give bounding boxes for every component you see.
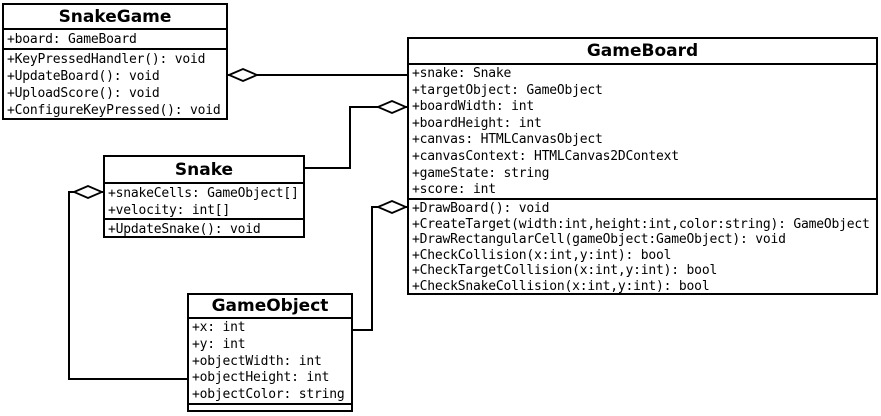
methods-section: +UpdateSnake(): void bbox=[105, 218, 303, 236]
attribute: +boardWidth: int bbox=[412, 99, 535, 115]
edge-gameboard-gameobject-vertical bbox=[371, 206, 373, 331]
method: +DrawBoard(): void bbox=[412, 201, 550, 216]
attribute: +canvas: HTMLCanvasObject bbox=[412, 132, 603, 148]
attribute: +canvasContext: HTMLCanvas2DContext bbox=[412, 148, 679, 164]
aggregation-diamond-gameboard-gameobject bbox=[377, 200, 407, 214]
method: +CheckCollision(x:int,y:int): bool bbox=[412, 247, 672, 263]
methods-section-empty bbox=[189, 403, 351, 410]
attribute: +snakeCells: GameObject[] bbox=[108, 186, 299, 201]
class-title: GameBoard bbox=[586, 41, 699, 61]
edge-snake-gameobject-bottom bbox=[68, 378, 187, 380]
method: +UpdateSnake(): void bbox=[108, 222, 261, 236]
attributes-section: +board: GameBoard bbox=[4, 28, 226, 48]
method: +UploadScore(): void bbox=[7, 86, 160, 101]
edge-gameboard-snake-vertical bbox=[349, 106, 351, 169]
aggregation-diamond-snake-gameobject bbox=[73, 185, 103, 199]
edge-gameboard-snake-bottom bbox=[305, 167, 351, 169]
class-box-snakegame: SnakeGame +board: GameBoard +KeyPressedH… bbox=[2, 3, 228, 120]
method: +DrawRectangularCell(gameObject:GameObje… bbox=[412, 232, 786, 247]
method: +CheckTargetCollision(x:int,y:int): bool bbox=[412, 263, 718, 278]
class-title: GameObject bbox=[211, 296, 329, 316]
attributes-section: +snakeCells: GameObject[] +velocity: int… bbox=[105, 182, 303, 218]
attribute: +y: int bbox=[192, 336, 246, 352]
attribute: +objectColor: string bbox=[192, 387, 345, 403]
class-box-gameboard: GameBoard +snake: Snake +targetObject: G… bbox=[407, 37, 878, 295]
method: +KeyPressedHandler(): void bbox=[7, 52, 206, 67]
attribute: +board: GameBoard bbox=[7, 32, 137, 47]
attribute: +velocity: int[] bbox=[108, 203, 231, 218]
edge-snake-gameobject-vertical bbox=[68, 191, 70, 380]
method: +CreateTarget(width:int,height:int,color… bbox=[412, 216, 870, 232]
attribute: +targetObject: GameObject bbox=[412, 82, 603, 98]
edge-gameboard-gameobject-bottom bbox=[353, 329, 373, 331]
attribute: +score: int bbox=[412, 182, 496, 198]
class-title: SnakeGame bbox=[58, 6, 172, 27]
method: +CheckSnakeCollision(x:int,y:int): bool bbox=[412, 278, 710, 294]
method: +UpdateBoard(): void bbox=[7, 69, 160, 84]
class-box-gameobject: GameObject +x: int +y: int +objectWidth:… bbox=[187, 293, 353, 412]
class-box-snake: Snake +snakeCells: GameObject[] +velocit… bbox=[103, 155, 305, 238]
aggregation-diamond-gameboard-snake bbox=[377, 100, 407, 114]
class-title: Snake bbox=[174, 159, 234, 180]
attribute: +objectWidth: int bbox=[192, 353, 322, 369]
methods-section: +DrawBoard(): void +CreateTarget(width:i… bbox=[409, 198, 876, 293]
attribute: +x: int bbox=[192, 320, 246, 335]
edge-snakegame-gameboard bbox=[228, 74, 407, 76]
aggregation-diamond-snakegame bbox=[228, 68, 258, 82]
method: +ConfigureKeyPressed(): void bbox=[7, 103, 221, 118]
attributes-section: +x: int +y: int +objectWidth: int +objec… bbox=[189, 317, 351, 403]
attribute: +snake: Snake bbox=[412, 66, 512, 81]
attribute: +gameState: string bbox=[412, 165, 550, 181]
attributes-section: +snake: Snake +targetObject: GameObject … bbox=[409, 63, 876, 198]
attribute: +boardHeight: int bbox=[412, 115, 542, 131]
methods-section: +KeyPressedHandler(): void +UpdateBoard(… bbox=[4, 48, 226, 118]
attribute: +objectHeight: int bbox=[192, 370, 330, 386]
